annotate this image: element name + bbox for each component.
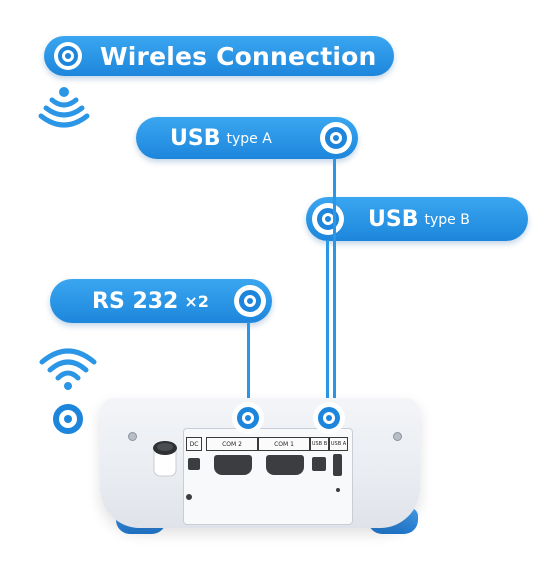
connector-line-usb-a: [333, 158, 336, 406]
wifi-icon: [38, 87, 90, 128]
wireless-label-text: Wireles Connection: [100, 41, 377, 71]
com1-label: COM 1: [258, 437, 310, 451]
screw: [128, 432, 137, 441]
usb-b-port-label: USB B: [310, 437, 329, 451]
target-icon: [54, 42, 82, 70]
rs232-main-text: RS 232: [92, 288, 179, 314]
usb-b-sub: type B: [424, 212, 470, 228]
target-icon: [313, 402, 345, 434]
rs232-label: RS 232 ×2: [50, 279, 272, 323]
connector-line-rs232: [247, 322, 250, 408]
rs232-sub-text: ×2: [184, 291, 209, 311]
usb-b-sub-text: type B: [424, 210, 469, 228]
usb-type-a-label: USB type A: [136, 117, 358, 159]
usb-a-port: [333, 454, 342, 476]
usb-a-port-label: USB A: [329, 437, 348, 451]
small-hole: [186, 494, 192, 500]
wireless-connection-label: Wireles Connection: [44, 36, 394, 76]
com1-port: [266, 455, 304, 475]
usb-a-sub: type A: [226, 131, 272, 147]
dc-label: DC: [186, 437, 202, 451]
target-icon: [320, 122, 352, 154]
target-icon: [234, 285, 266, 317]
usb-type-b-label: USB type B: [306, 197, 528, 241]
com2-label: COM 2: [206, 437, 258, 451]
target-icon: [232, 402, 264, 434]
power-knob: [153, 441, 177, 477]
usb-a-main-text: USB: [170, 125, 221, 151]
small-hole: [336, 488, 340, 492]
connector-line-usb-b: [326, 240, 329, 406]
usb-b-port: [312, 457, 326, 471]
wifi-icon: [39, 348, 97, 390]
target-icon: [52, 403, 84, 435]
com2-port: [214, 455, 252, 475]
usb-a-sub-text: type A: [226, 129, 271, 147]
dc-port: [188, 458, 200, 470]
usb-b-main-text: USB: [368, 206, 419, 232]
target-icon: [312, 203, 344, 235]
screw: [393, 432, 402, 441]
